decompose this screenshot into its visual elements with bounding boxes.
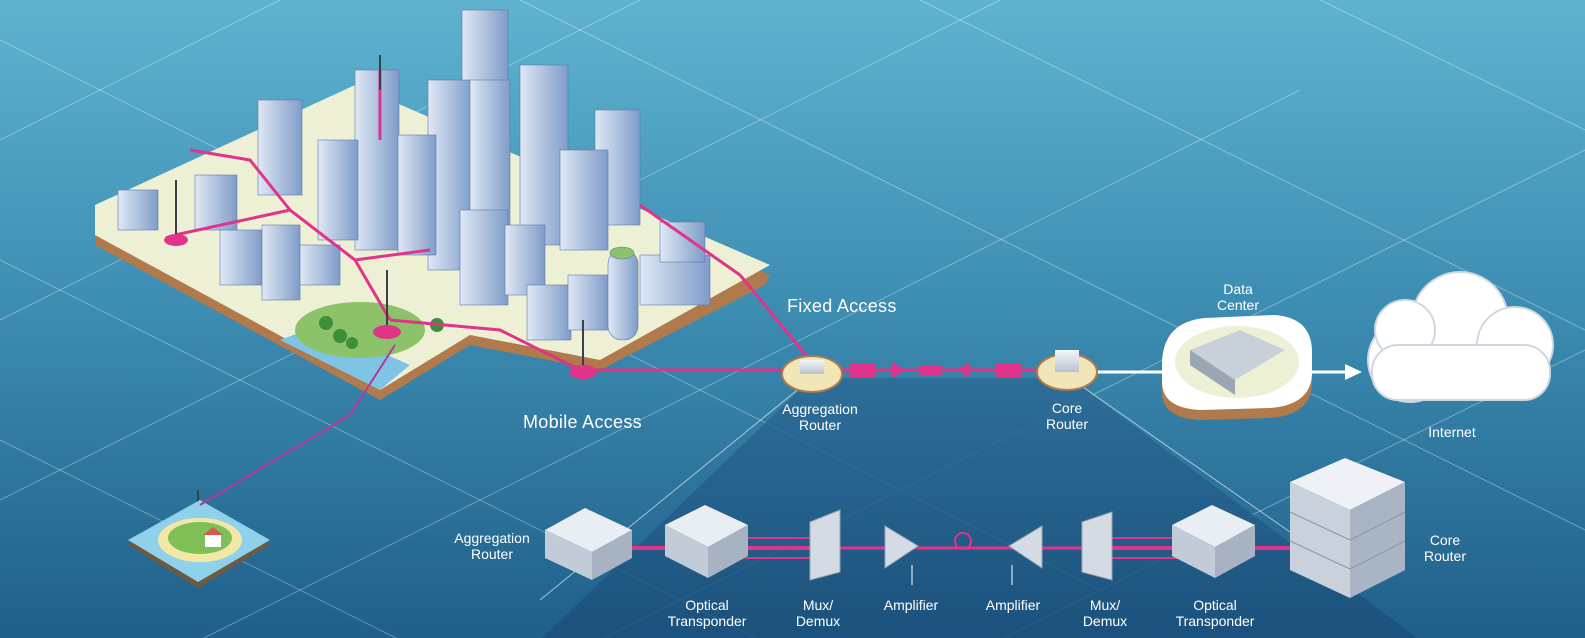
device-agg-router-3d — [545, 508, 632, 580]
data-center-building — [1162, 315, 1312, 420]
optical-transponder-left-label: Optical Transponder — [667, 597, 747, 629]
device-optical-transponder-left — [665, 505, 748, 578]
device-amplifier-left — [884, 525, 919, 569]
fixed-access-label: Fixed Access — [787, 296, 897, 316]
device-mux-right — [1081, 511, 1113, 581]
device-amplifier-right — [1008, 525, 1043, 569]
mux-demux-right-label: Mux/ Demux — [1082, 597, 1128, 629]
island-link — [199, 344, 396, 506]
optical-detail-panel — [542, 378, 1418, 638]
city-buildings — [117, 9, 711, 341]
core-router-bottom-label: Core Router — [1423, 532, 1467, 564]
mobile-access-label: Mobile Access — [523, 412, 642, 432]
internet-cloud — [1367, 271, 1554, 403]
aggregation-router-bottom-label: Aggregation Router — [454, 530, 530, 562]
aggregation-router-top-label: Aggregation Router — [782, 401, 858, 433]
remote-island — [128, 500, 270, 588]
internet-label: Internet — [1428, 424, 1476, 440]
data-center-label: Data Center — [1216, 281, 1260, 313]
core-router-top-label: Core Router — [1045, 400, 1089, 432]
amplifier-left-label: Amplifier — [883, 597, 939, 613]
city-network-links — [174, 70, 815, 372]
amplifier-right-label: Amplifier — [985, 597, 1041, 613]
mux-demux-left-label: Mux/ Demux — [795, 597, 841, 629]
tower-bases — [164, 234, 597, 379]
device-mux-left — [809, 509, 841, 581]
device-core-router-stack — [1289, 458, 1406, 598]
device-optical-transponder-right — [1172, 505, 1255, 578]
optical-transponder-right-label: Optical Transponder — [1175, 597, 1255, 629]
